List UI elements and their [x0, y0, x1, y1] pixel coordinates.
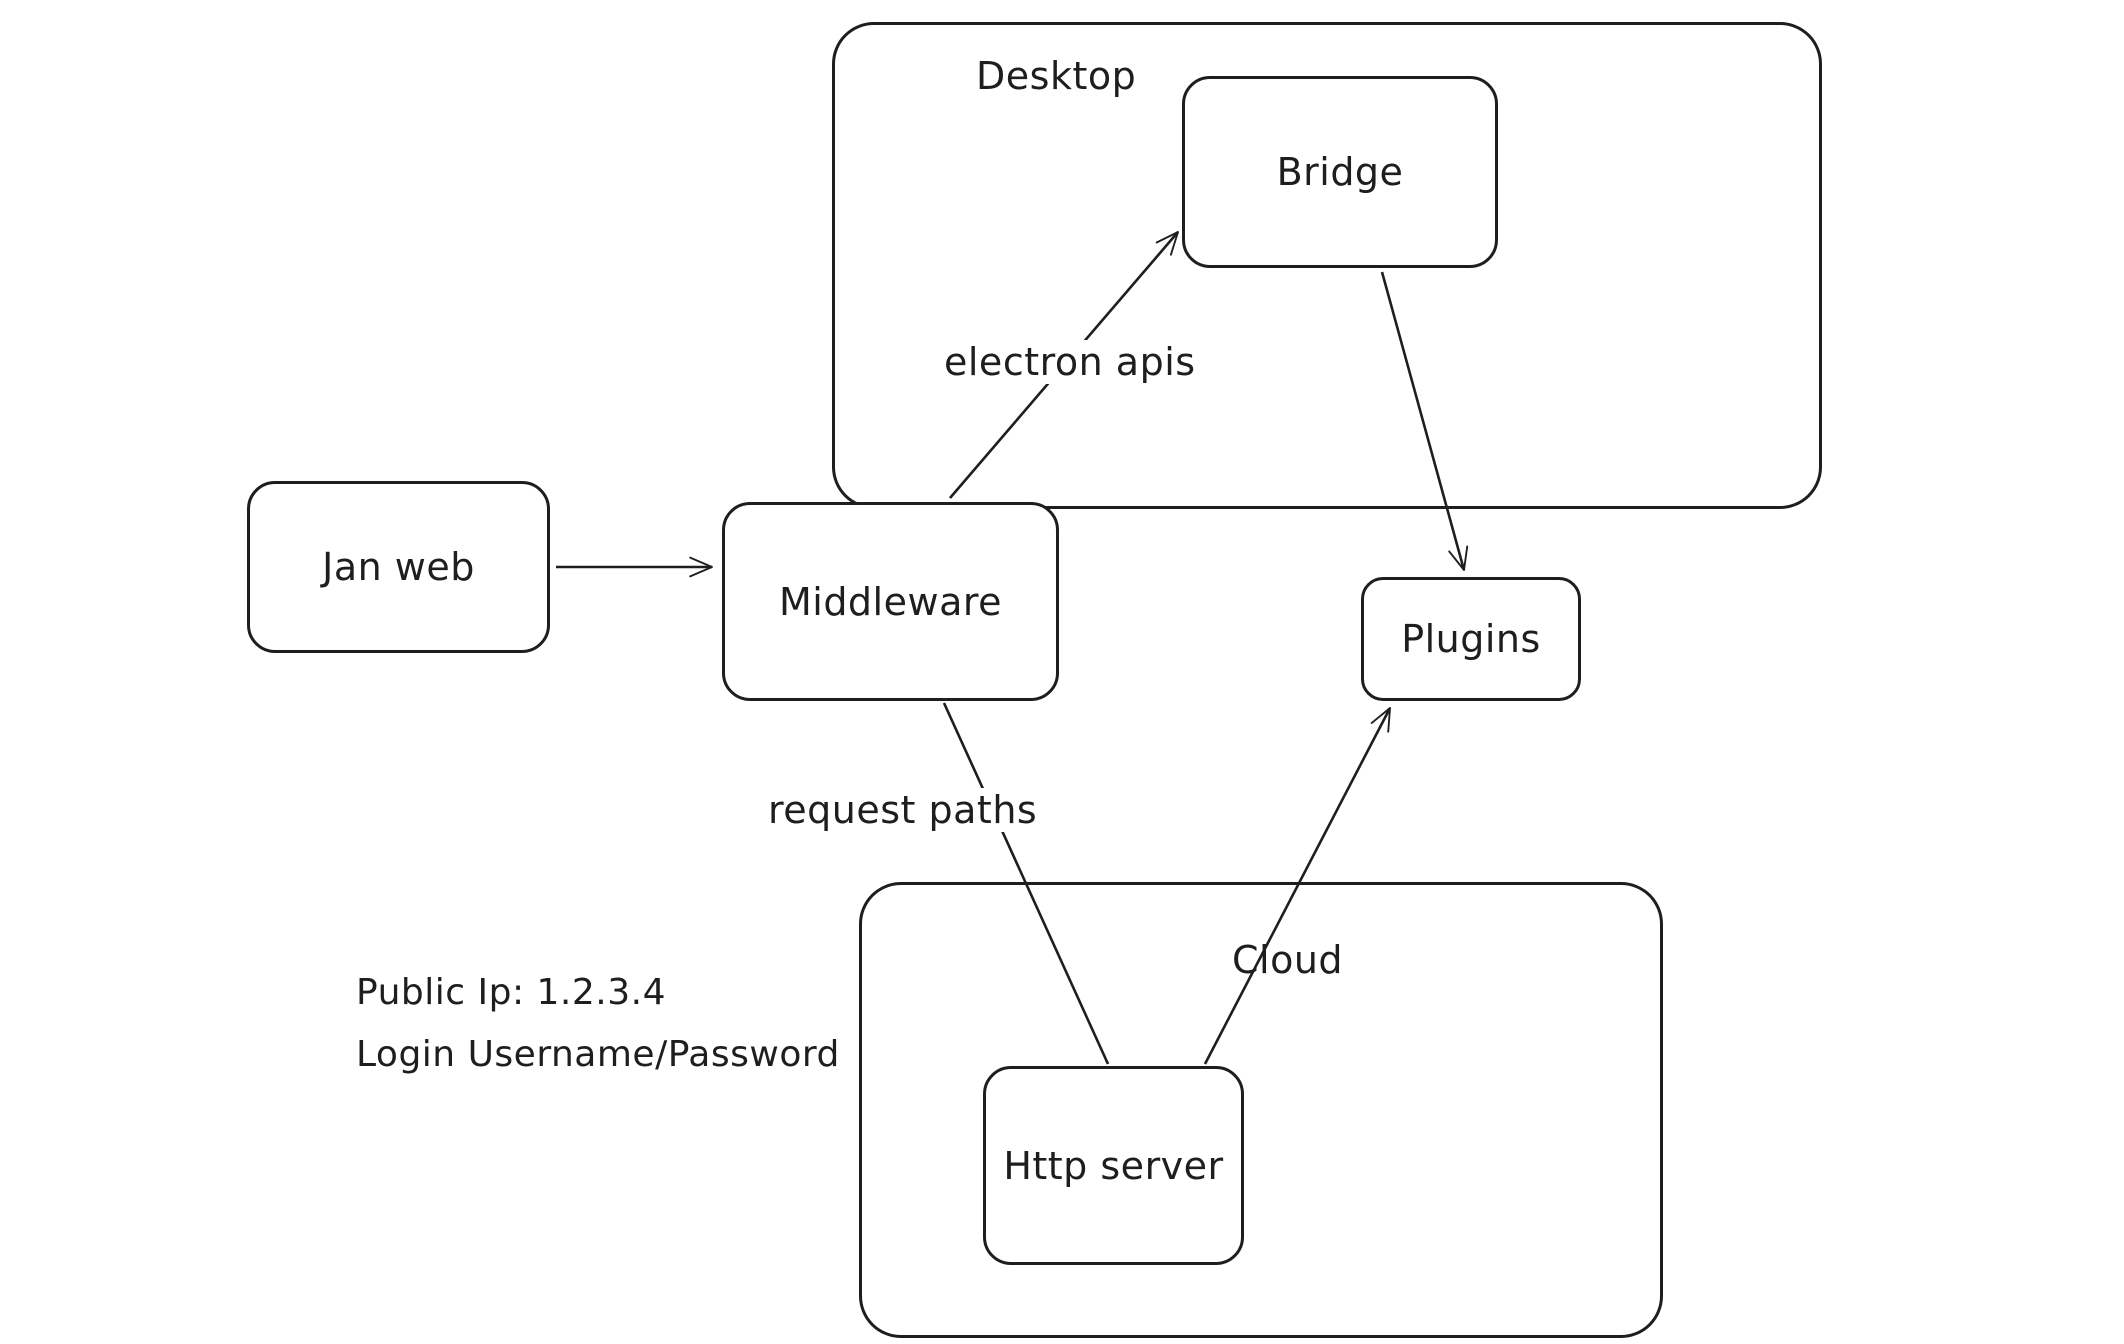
container-cloud: [859, 882, 1663, 1338]
node-middleware-label: Middleware: [778, 579, 1003, 624]
edge-label-request-paths: request paths: [762, 788, 1044, 832]
node-jan-web-label: Jan web: [322, 545, 475, 589]
node-plugins: Plugins: [1361, 577, 1581, 701]
node-http-server: Http server: [983, 1066, 1244, 1265]
node-middleware: Middleware: [722, 502, 1059, 701]
annotation-login: Login Username/Password: [356, 1034, 840, 1075]
container-desktop-label: Desktop: [976, 54, 1137, 98]
container-cloud-label: Cloud: [1232, 938, 1344, 982]
annotation-public-ip: Public Ip: 1.2.3.4: [356, 972, 666, 1013]
annotation-credentials: Public Ip: 1.2.3.4 Login Username/Passwo…: [356, 962, 840, 1086]
node-bridge: Bridge: [1182, 76, 1498, 268]
node-http-server-label: Http server: [1003, 1143, 1224, 1188]
node-plugins-label: Plugins: [1401, 617, 1541, 661]
node-jan-web: Jan web: [247, 481, 550, 653]
edge-label-electron-apis: electron apis: [938, 340, 1202, 384]
node-bridge-label: Bridge: [1276, 150, 1404, 194]
container-desktop: [832, 22, 1822, 509]
